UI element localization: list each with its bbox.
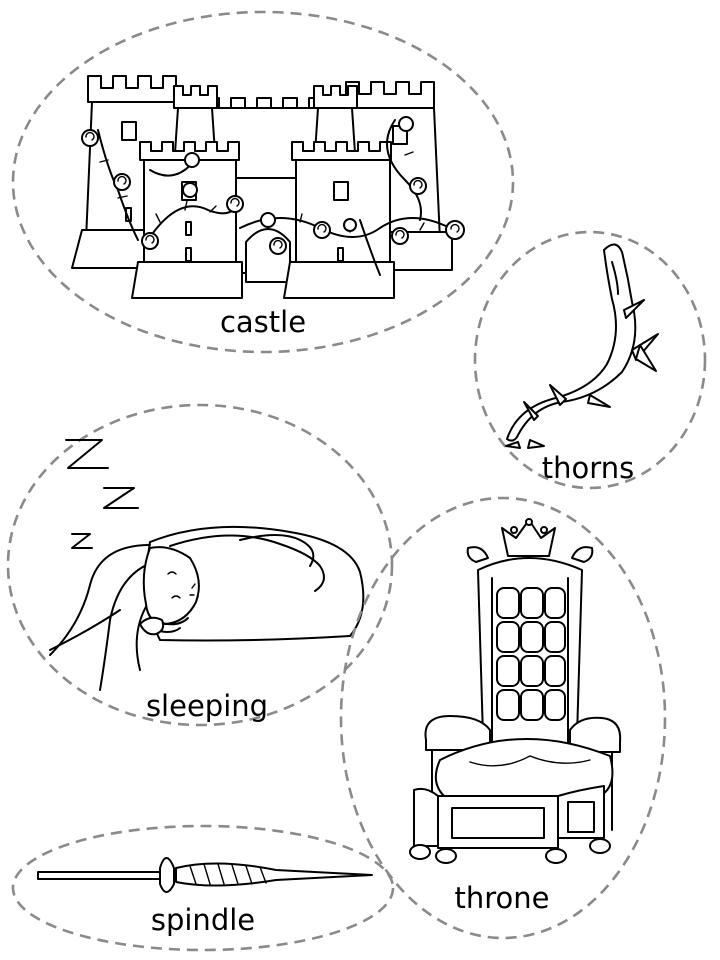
sleeping-label: sleeping [146,689,268,723]
castle-icon [71,75,465,299]
sleeping-zzz-icon [65,439,139,549]
thorns-dashed-outline [473,230,707,490]
throne-card: throne [339,496,667,940]
spindle-card: spindle [11,824,395,952]
spindle-dashed-outline [11,824,395,952]
throne-dashed-outline [339,496,667,940]
spindle-icon [37,857,373,893]
thorn-vine-icon [505,243,659,449]
sleeping-dashed-outline [6,403,394,727]
castle-card: castle [11,10,515,354]
thorns-card: thorns [473,230,707,490]
sleeping-card: sleeping [6,403,394,727]
sleeping-princess-icon [49,525,365,691]
throne-label: throne [454,881,549,915]
castle-dashed-outline [11,10,515,354]
thorns-label: thorns [542,451,634,485]
spindle-label: spindle [151,903,255,937]
throne-icon [409,518,622,864]
castle-label: castle [220,305,306,339]
